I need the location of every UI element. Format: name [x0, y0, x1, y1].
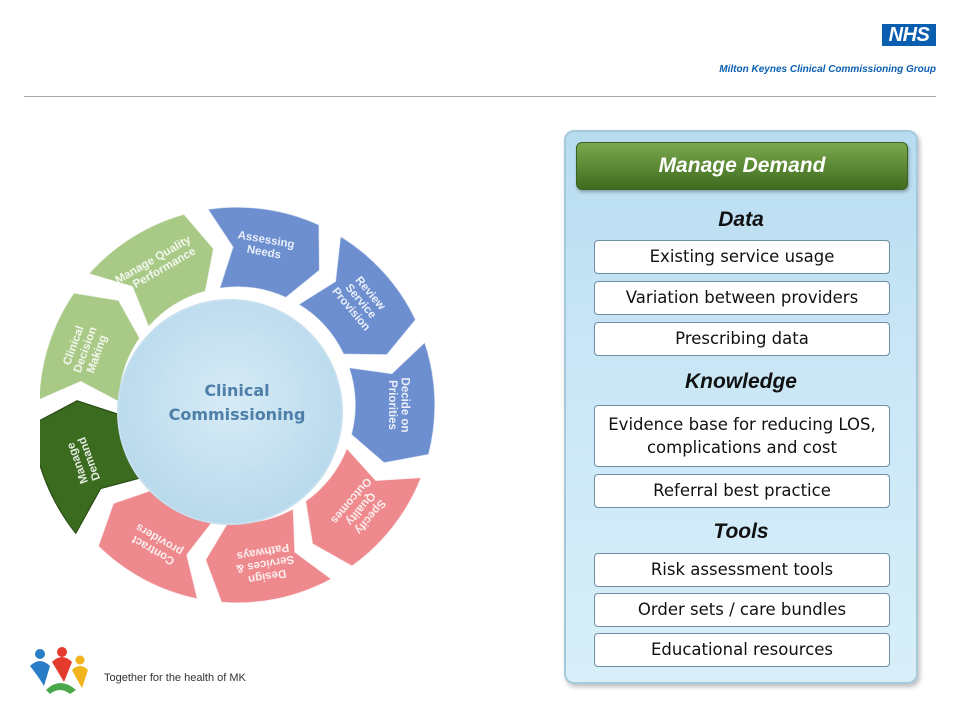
cycle-segment-decide-on-priorities: [348, 341, 436, 464]
item-prescribing-data: Prescribing data: [594, 322, 890, 356]
item-referral-best-practice: Referral best practice: [594, 474, 890, 508]
cycle-label-line: Decide on: [398, 378, 410, 433]
item-risk-assessment-tools: Risk assessment tools: [594, 553, 890, 587]
item-existing-service-usage: Existing service usage: [594, 240, 890, 274]
cycle-segment-assessing-needs: [206, 206, 321, 299]
item-variation-between-providers: Variation between providers: [594, 281, 890, 315]
center-label-line-1: Clinical: [204, 381, 269, 400]
section-heading-tools: Tools: [713, 520, 769, 543]
header-divider: [24, 96, 936, 97]
footer-tagline: Together for the health of MK: [104, 672, 246, 684]
panel-title: Manage Demand: [576, 142, 908, 190]
item-educational-resources: Educational resources: [594, 633, 890, 667]
cycle-segment-specify-quality-outcomes: [304, 447, 423, 567]
org-name: Milton Keynes Clinical Commissioning Gro…: [719, 64, 936, 75]
item-evidence-base: Evidence base for reducing LOS, complica…: [594, 405, 890, 467]
cycle-segment-manage-quality-performance: [87, 213, 215, 328]
section-heading-data: Data: [718, 208, 764, 231]
cycle-segment-review-service-provision: [297, 235, 417, 356]
center-label-line-2: Commissioning: [169, 405, 306, 424]
cycle-label-decide-on-priorities: Decide onPriorities: [386, 378, 411, 433]
cycle-segment-design-services-pathways: [204, 507, 333, 604]
item-order-sets: Order sets / care bundles: [594, 593, 890, 627]
nhs-logo: NHS: [882, 24, 936, 46]
commissioning-cycle-diagram: AssessingNeedsReviewServiceProvisionDeci…: [40, 206, 436, 604]
cycle-label-line: Needs: [246, 244, 282, 262]
center-hub: [117, 299, 343, 525]
cycle-label-clinical-decision-making: ClinicalDecisionMaking: [60, 321, 111, 379]
together-logo: [30, 647, 88, 694]
cycle-label-line: Priorities: [386, 380, 398, 430]
section-heading-knowledge: Knowledge: [684, 370, 797, 393]
manage-demand-panel: Manage Demand Data Existing service usag…: [564, 130, 918, 684]
